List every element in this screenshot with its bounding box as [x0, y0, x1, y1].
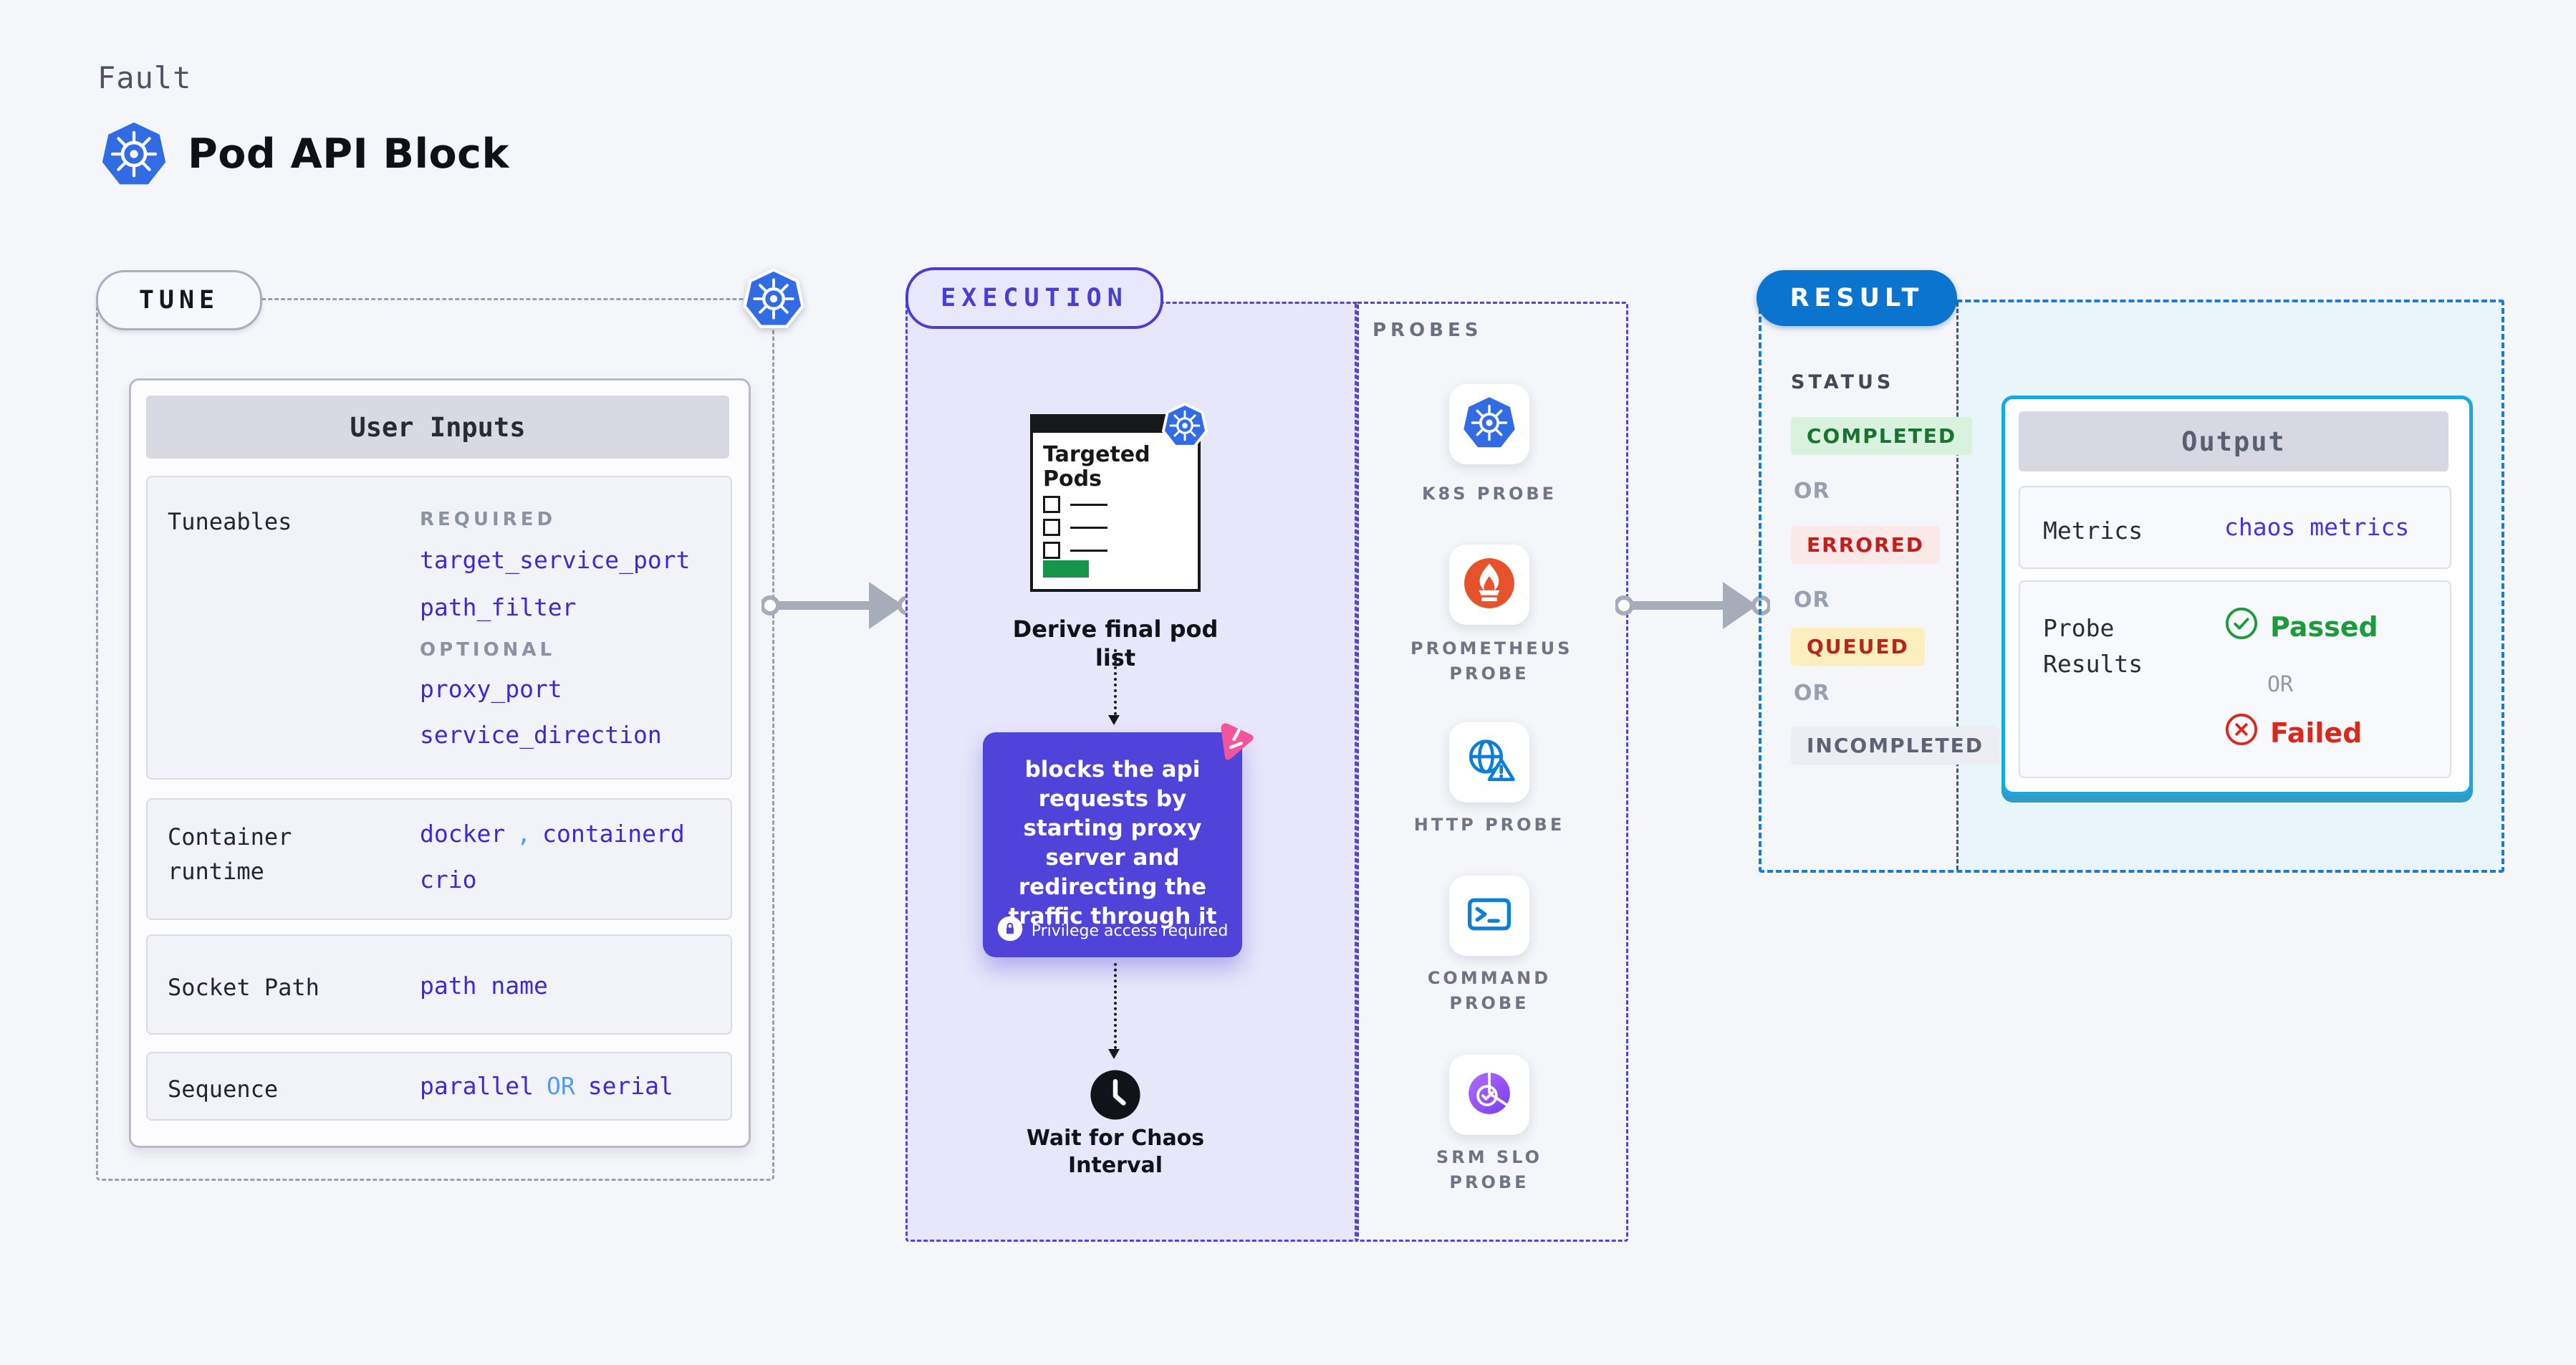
probe-label: SRM SLO PROBE: [1436, 1147, 1543, 1192]
failed-label: Failed: [2270, 717, 2363, 749]
user-inputs-title: User Inputs: [146, 396, 729, 459]
sequence-values: parallel OR serial: [420, 1072, 673, 1100]
probe-card-prometheus: [1449, 545, 1529, 625]
checkbox-icon: [1043, 542, 1060, 559]
output-title: Output: [2019, 411, 2448, 471]
list-line: [1070, 503, 1107, 506]
kubernetes-icon: [1462, 396, 1517, 453]
status-badge-incompleted: INCOMPLETED: [1791, 727, 2000, 765]
probe-results-label: Probe Results: [2043, 614, 2143, 678]
status-badge-queued: QUEUED: [1791, 628, 1925, 666]
passed-result: Passed: [2224, 606, 2378, 647]
probe-label: PROMETHEUS PROBE: [1410, 638, 1573, 684]
probe-results-row: Probe Results Passed OR Failed: [2019, 580, 2451, 778]
runtime-containerd: containerd: [542, 820, 685, 848]
targeted-pods-title: Targeted Pods: [1043, 442, 1150, 492]
privilege-note-text: Privilege access required: [1031, 921, 1229, 940]
progress-bar: [1043, 560, 1089, 578]
terminal-icon: [1462, 887, 1517, 944]
required-tag: REQUIRED: [420, 509, 557, 530]
result-badge: RESULT: [1756, 270, 1957, 326]
lock-icon: [997, 916, 1023, 946]
tune-to-execution-arrow: [760, 573, 918, 638]
wait-chaos-interval-step: Wait for Chaos Interval: [1026, 1126, 1205, 1178]
status-badge-errored: ERRORED: [1791, 526, 1940, 564]
sequence-or: OR: [546, 1072, 575, 1100]
sequence-row: Sequence parallel OR serial: [146, 1052, 732, 1121]
probe-label: COMMAND PROBE: [1427, 968, 1552, 1013]
optional-tag: OPTIONAL: [420, 639, 556, 661]
runtime-separator: ,: [516, 820, 532, 848]
probe-card-srm-slo: [1449, 1055, 1529, 1135]
runtime-crio: crio: [420, 866, 477, 894]
param-service-direction: service_direction: [420, 721, 662, 749]
container-runtime-values: docker , containerd: [420, 820, 685, 848]
probe-card-k8s: [1449, 384, 1529, 464]
container-runtime-row: Container runtime docker , containerd cr…: [146, 798, 732, 920]
slo-pie-check-icon: [1462, 1066, 1517, 1124]
arrow-down-icon: [1108, 1049, 1120, 1059]
privilege-note: Privilege access required: [983, 916, 1242, 946]
page-title: Pod API Block: [188, 130, 509, 178]
pod-list-item: [1043, 496, 1107, 513]
status-badge-completed: COMPLETED: [1791, 417, 1973, 455]
failed-result: Failed: [2224, 712, 2362, 753]
x-circle-icon: [2224, 712, 2259, 753]
pod-list-item: [1043, 542, 1107, 559]
fault-action-text: blocks the api requests by starting prox…: [1008, 757, 1217, 929]
tuneables-row: Tuneables REQUIRED target_service_port p…: [146, 476, 732, 780]
kubernetes-icon: [743, 268, 804, 330]
socket-path-row: Socket Path path name: [146, 934, 732, 1035]
sequence-serial: serial: [587, 1072, 673, 1100]
tune-badge: TUNE: [96, 270, 262, 330]
flow-connector: [1114, 649, 1117, 715]
execution-badge: EXECUTION: [905, 267, 1163, 329]
probe-label: K8S PROBE: [1421, 484, 1557, 504]
arrow-down-icon: [1108, 715, 1120, 725]
probes-section-box: [1355, 302, 1628, 1242]
passed-label: Passed: [2270, 610, 2378, 643]
clock-icon: [1090, 1069, 1141, 1121]
status-title: STATUS: [1791, 371, 1895, 393]
check-circle-icon: [2224, 606, 2259, 647]
socket-path-label: Socket Path: [168, 974, 319, 1001]
tune-section-box: [96, 298, 774, 1181]
runtime-docker: docker: [420, 820, 506, 848]
param-path-filter: path_filter: [420, 593, 577, 621]
probe-label: HTTP PROBE: [1413, 815, 1565, 835]
socket-path-value: path name: [420, 972, 548, 1000]
or-label: OR: [1794, 588, 1830, 613]
kubernetes-icon: [100, 120, 168, 188]
sequence-parallel: parallel: [420, 1072, 534, 1100]
sequence-label: Sequence: [168, 1076, 279, 1103]
kubernetes-icon: [1161, 402, 1208, 449]
list-line: [1070, 549, 1107, 552]
metrics-value: chaos metrics: [2224, 513, 2410, 541]
window-titlebar: [1033, 417, 1198, 433]
checkbox-icon: [1043, 496, 1060, 513]
probe-card-command: [1449, 876, 1529, 956]
probe-card-http: [1449, 722, 1529, 803]
metrics-label: Metrics: [2043, 517, 2143, 545]
param-proxy-port: proxy_port: [420, 675, 562, 703]
flow-connector: [1114, 963, 1117, 1049]
pod-list-item: [1043, 519, 1107, 536]
param-target-service-port: target_service_port: [420, 546, 691, 574]
prometheus-icon: [1462, 556, 1517, 613]
container-runtime-label: Container runtime: [168, 823, 292, 885]
execution-to-result-arrow: [1614, 573, 1772, 638]
fault-eyebrow: Fault: [97, 60, 192, 95]
or-label: OR: [2267, 672, 2294, 697]
http-globe-warning-icon: [1462, 734, 1517, 791]
tuneables-label: Tuneables: [168, 508, 292, 535]
list-line: [1070, 526, 1107, 529]
or-label: OR: [1794, 479, 1830, 504]
or-label: OR: [1794, 681, 1830, 706]
metrics-row: Metrics chaos metrics: [2019, 486, 2451, 569]
fault-action-box: blocks the api requests by starting prox…: [983, 732, 1242, 957]
checkbox-icon: [1043, 519, 1060, 536]
chaos-arrow-icon: [1216, 721, 1256, 761]
probes-title: PROBES: [1373, 320, 1483, 341]
